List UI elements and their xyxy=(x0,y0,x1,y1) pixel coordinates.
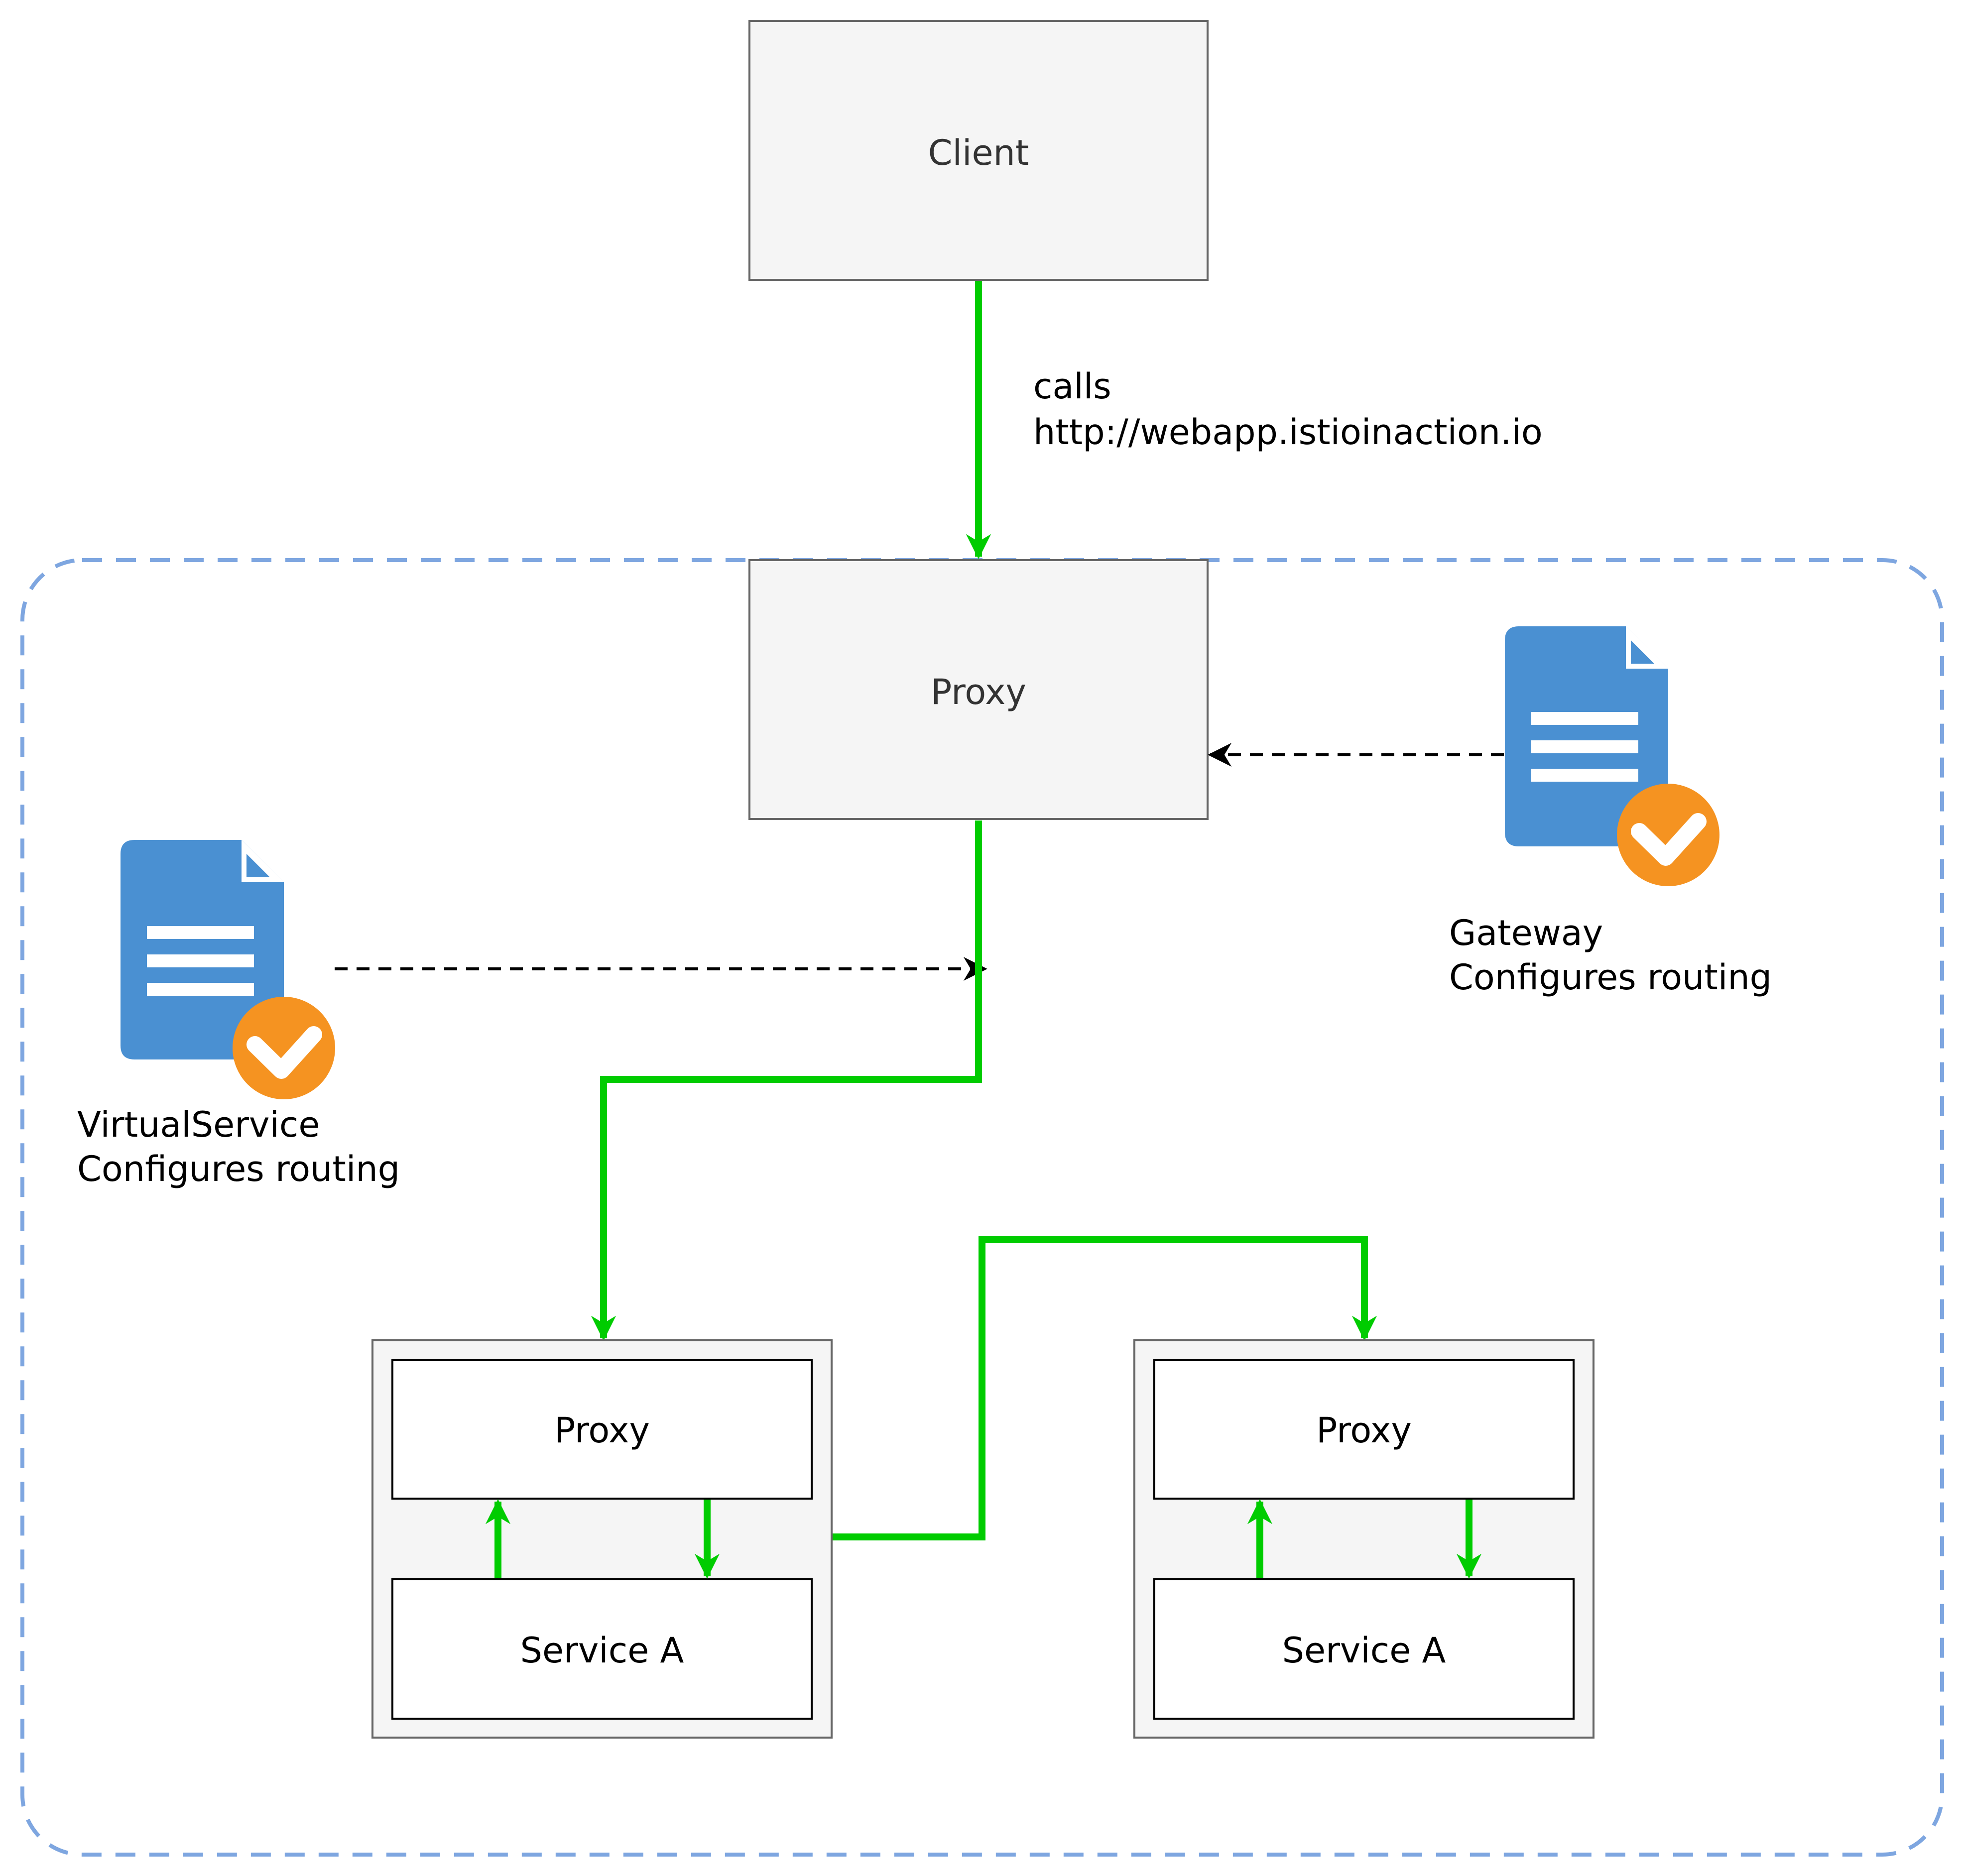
pod-right-proxy[interactable]: Proxy xyxy=(1153,1359,1575,1500)
virtualservice-label: VirtualService xyxy=(77,1104,320,1145)
gateway-description: Configures routing xyxy=(1449,957,1772,998)
pod-left-proxy[interactable]: Proxy xyxy=(391,1359,813,1500)
edge-label-url: http://webapp.istioinaction.io xyxy=(1033,412,1543,453)
gateway-label: Gateway xyxy=(1449,913,1603,953)
pod-left[interactable]: Proxy Service A xyxy=(371,1339,833,1739)
config-document-check-icon xyxy=(121,840,335,1099)
pod-right[interactable]: Proxy Service A xyxy=(1133,1339,1594,1739)
pod-left-service-label: Service A xyxy=(520,1630,684,1671)
pod-left-proxy-label: Proxy xyxy=(554,1410,650,1451)
client-node[interactable]: Client xyxy=(748,20,1209,281)
pod-right-proxy-label: Proxy xyxy=(1316,1410,1412,1451)
config-document-check-icon xyxy=(1505,626,1719,886)
pod-left-service[interactable]: Service A xyxy=(391,1578,813,1720)
pod-right-service[interactable]: Service A xyxy=(1153,1578,1575,1720)
pod-left-to-pod-right-edge xyxy=(833,1236,1377,1540)
edge-label-calls: calls xyxy=(1033,366,1111,407)
virtualservice-description: Configures routing xyxy=(77,1149,400,1189)
ingress-proxy-label: Proxy xyxy=(931,672,1026,712)
ingress-proxy-node[interactable]: Proxy xyxy=(748,559,1209,820)
gateway-resource[interactable]: Gateway Configures routing xyxy=(1449,626,1772,998)
ingress-to-pod-left-edge xyxy=(591,821,982,1341)
client-label: Client xyxy=(928,132,1029,173)
virtualservice-resource[interactable]: VirtualService Configures routing xyxy=(77,840,400,1189)
pod-right-service-label: Service A xyxy=(1282,1630,1446,1671)
